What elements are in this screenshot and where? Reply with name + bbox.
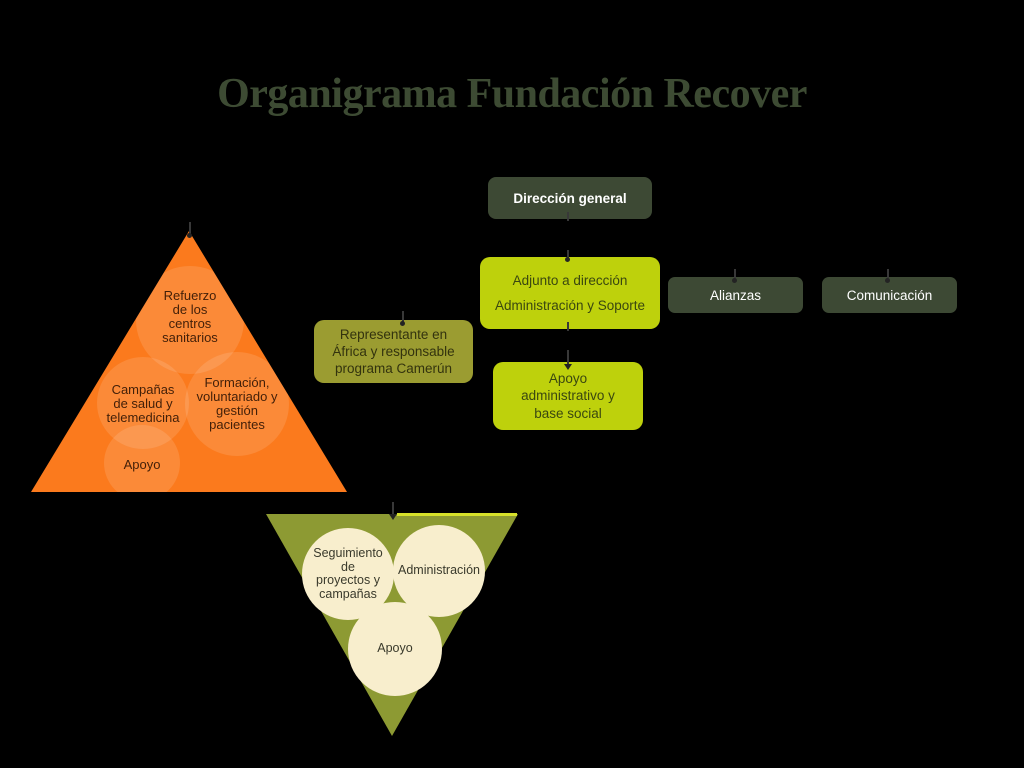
node-label-line: base social — [534, 405, 602, 421]
arrow-down-icon — [187, 233, 192, 238]
connector-direccion-bottom-shaft — [567, 212, 569, 221]
connector-representante-shaft — [402, 311, 404, 324]
node-label-line: Administración y Soporte — [494, 298, 646, 313]
arrow-down-icon — [885, 278, 890, 283]
connector-inverted-pyramid-shaft — [392, 502, 394, 516]
circle-label-line: de — [341, 559, 355, 574]
pyramid-item-line: Refuerzo — [163, 288, 217, 303]
node-label-line: Apoyo — [548, 370, 588, 386]
pyramid-item-line: Campañas — [111, 382, 175, 397]
connector-orange-pyramid-shaft — [189, 222, 191, 236]
node-direccion-general: Dirección general — [488, 177, 652, 219]
orange-pyramid: Refuerzo de los centros sanitarios Campa… — [31, 231, 347, 492]
pyramid-item-line: de los — [172, 302, 208, 317]
circle-label-line: campañas — [319, 586, 377, 601]
node-label-line: África y responsable — [332, 344, 455, 359]
node-representante-africa: Representante en África y responsable pr… — [314, 320, 473, 383]
circle-label: Seguimiento de proyectos y campañas — [313, 546, 383, 601]
pyramid-item-line: centros — [168, 316, 212, 331]
pyramid-item-line: de salud y — [113, 396, 173, 411]
arrow-down-icon — [732, 278, 737, 283]
node-label: Dirección general — [513, 190, 627, 206]
node-apoyo-administrativo: Apoyo administrativo y base social — [493, 362, 643, 430]
pyramid-item-line: gestión — [216, 403, 258, 418]
circle-label-line: Seguimiento — [313, 546, 383, 560]
page-title: Organigrama Fundación Recover — [217, 71, 807, 117]
pyramid-halo — [104, 425, 180, 492]
circle-apoyo: Apoyo — [348, 602, 442, 696]
pyramid-item-line: telemedicina — [106, 410, 180, 425]
node-label: Comunicación — [846, 287, 933, 303]
circle-administracion: Administración — [393, 525, 485, 617]
pyramid-item-line: voluntariado y — [196, 389, 278, 404]
pyramid-halo — [185, 352, 289, 456]
circle-label-line: Administración — [398, 563, 480, 578]
pyramid-item-line: Formación, — [204, 375, 270, 390]
connector-comunicacion-shaft — [887, 269, 889, 281]
pyramid-item-campanas: Campañas de salud y telemedicina — [83, 383, 203, 425]
connector-adjunto-top-shaft — [567, 250, 569, 260]
arrow-down-icon — [389, 514, 397, 520]
pyramid-item-formacion: Formación, voluntariado y gestión pacien… — [177, 376, 297, 432]
pyramid-item-line: pacientes — [209, 417, 265, 432]
pyramid-item-refuerzo: Refuerzo de los centros sanitarios — [130, 289, 250, 345]
connector-apoyo-admin-shaft — [567, 350, 569, 366]
arrow-down-icon — [565, 257, 570, 262]
node-adjunto-direccion: Adjunto a dirección Administración y Sop… — [480, 257, 660, 329]
pyramid-item-line: sanitarios — [162, 330, 218, 345]
node-alianzas: Alianzas — [668, 277, 803, 313]
arrow-down-icon — [564, 364, 572, 370]
arrow-down-icon — [400, 321, 405, 326]
pyramid-halo — [97, 357, 189, 449]
inverted-pyramid-top-highlight — [397, 513, 517, 516]
node-label: Alianzas — [709, 287, 762, 303]
node-label-line: Adjunto a dirección — [512, 273, 628, 288]
connector-alianzas-shaft — [734, 269, 736, 281]
node-comunicacion: Comunicación — [822, 277, 957, 313]
connector-adjunto-bottom-shaft — [567, 322, 569, 331]
node-label-line: programa Camerún — [334, 361, 453, 376]
pyramid-item-line: Apoyo — [123, 457, 161, 472]
node-label-line: Representante en — [339, 327, 448, 342]
circle-label-line: proyectos y — [316, 573, 380, 587]
pyramid-item-apoyo: Apoyo — [92, 458, 192, 472]
node-label-line: administrativo y — [521, 388, 615, 404]
circle-label-line: Apoyo — [377, 641, 413, 656]
